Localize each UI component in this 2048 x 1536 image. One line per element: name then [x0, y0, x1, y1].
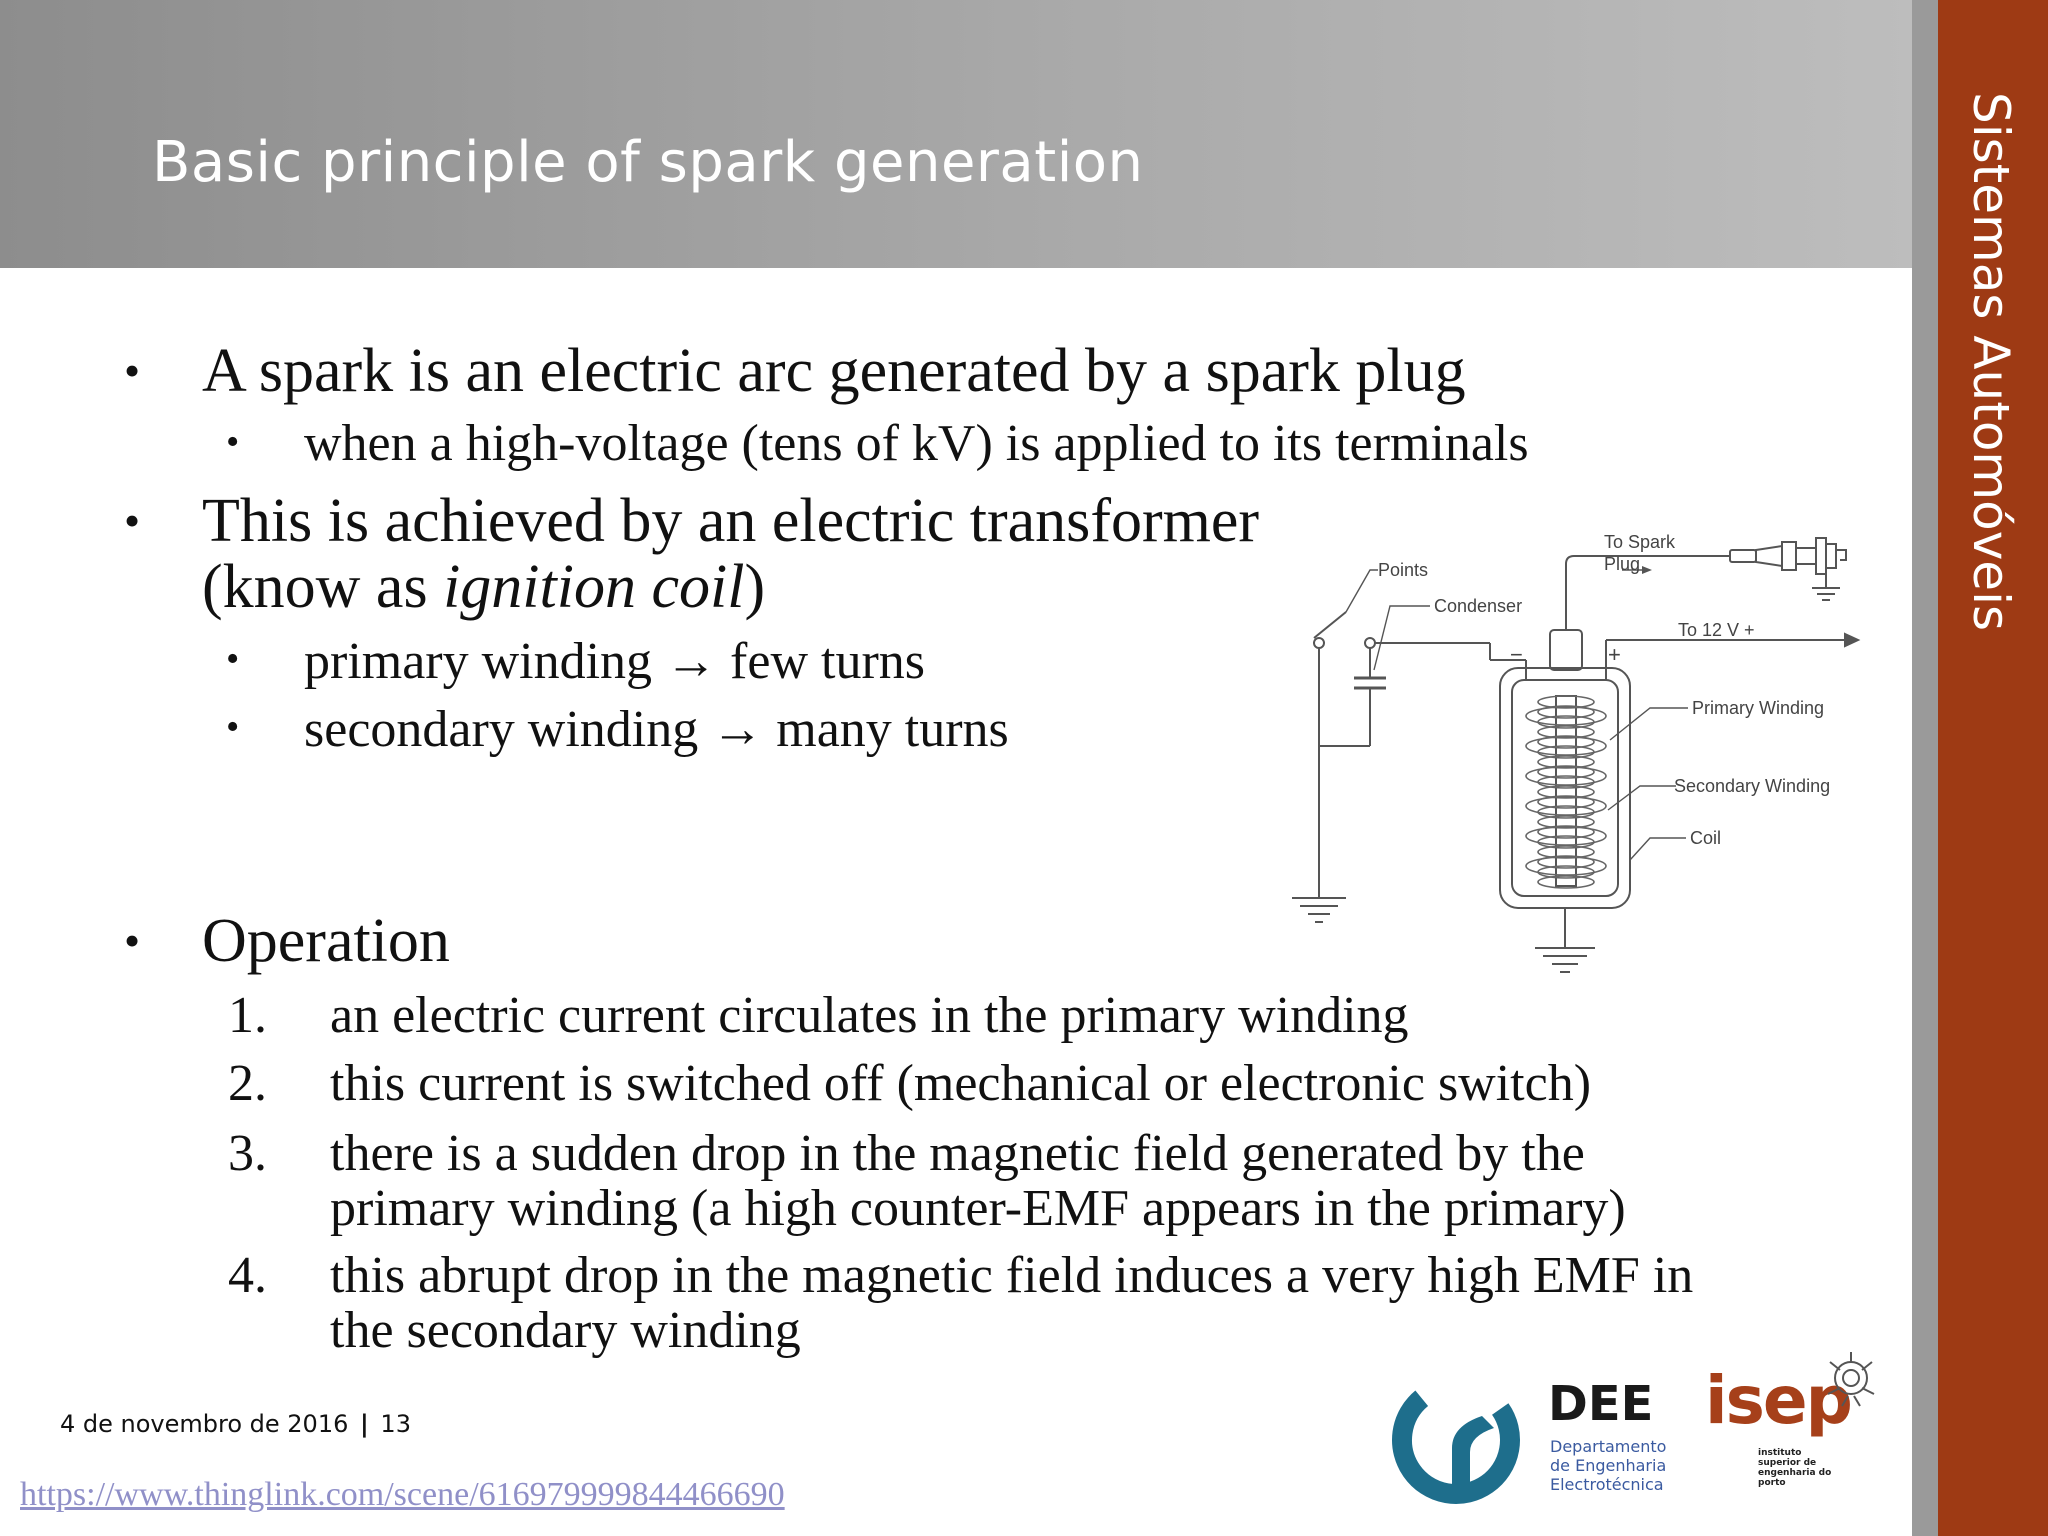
isep-logo-text: isep: [1705, 1362, 1853, 1439]
points-arm: [1313, 611, 1347, 639]
source-link[interactable]: https://www.thinglink.com/scene/61697999…: [20, 1476, 785, 1513]
sidebar: [1938, 0, 2048, 1536]
bullet-transformer: This is achieved by an electric transfor…: [202, 487, 1259, 555]
label-coil: Coil: [1690, 828, 1721, 848]
label-to-spark: To Spark: [1604, 532, 1676, 552]
step-text: this current is switched off (mechanical…: [330, 1055, 1592, 1112]
sub-bullet-marker: •: [226, 638, 240, 680]
isep-logo-subtitle: instituto superior de engenharia do port…: [1758, 1448, 1832, 1488]
footer-date: 4 de novembro de 2016 | 13: [60, 1410, 411, 1438]
dee-logo-subtitle: Departamento de Engenharia Electrotécnic…: [1550, 1437, 1667, 1494]
step-text: there is a sudden drop in the magnetic f…: [330, 1125, 1585, 1182]
coil-tower: [1549, 629, 1583, 671]
points-contact-right: [1364, 637, 1376, 649]
label-primary-winding: Primary Winding: [1692, 698, 1824, 718]
step-number: 1.: [228, 987, 267, 1044]
step-text: an electric current circulates in the pr…: [330, 987, 1409, 1044]
sidebar-label: Sistemas Automóveis: [1962, 92, 2020, 632]
dee-logo-icon: [1392, 1376, 1520, 1504]
bullet-spark-definition: A spark is an electric arc generated by …: [202, 337, 1466, 405]
sub-bullet-primary: primary winding → few turns: [304, 633, 926, 690]
spark-plug-boot: [1729, 549, 1757, 563]
label-plug: Plug: [1604, 554, 1640, 574]
sub-bullet-secondary: secondary winding → many turns: [304, 701, 1009, 758]
step-number: 2.: [228, 1055, 267, 1112]
bullet-marker: •: [124, 495, 141, 546]
sub-bullet-marker: •: [226, 421, 240, 463]
label-to-12v: To 12 V +: [1678, 620, 1755, 640]
bullet-marker: •: [124, 345, 141, 396]
title-bar: [0, 0, 1912, 268]
ignition-coil-diagram: To Spark Plug Points Condenser To 12 V +…: [1292, 532, 1861, 973]
sidebar-divider: [1912, 0, 1938, 1536]
label-minus: −: [1510, 642, 1523, 667]
dee-logo-text: DEE: [1548, 1376, 1654, 1432]
step-text: this abrupt drop in the magnetic field i…: [330, 1247, 1694, 1304]
step-number: 4.: [228, 1247, 267, 1304]
sub-bullet-marker: •: [226, 706, 240, 748]
step-text: primary winding (a high counter-EMF appe…: [330, 1180, 1626, 1237]
points-contact-left: [1313, 637, 1325, 649]
step-number: 3.: [228, 1125, 267, 1182]
primary-winding: [1525, 706, 1607, 876]
sub-bullet-high-voltage: when a high-voltage (tens of kV) is appl…: [304, 415, 1529, 472]
bullet-operation: Operation: [202, 907, 450, 975]
step-text: the secondary winding: [330, 1302, 801, 1359]
slide-title: Basic principle of spark generation: [152, 130, 1144, 195]
label-points: Points: [1378, 560, 1428, 580]
label-secondary-winding: Secondary Winding: [1674, 776, 1830, 796]
bullet-ignition-coil: (know as ignition coil): [202, 553, 766, 621]
label-condenser: Condenser: [1434, 596, 1522, 616]
bullet-marker: •: [124, 915, 141, 966]
isep-crest-icon: [1827, 1352, 1875, 1407]
label-plus: +: [1608, 642, 1621, 667]
